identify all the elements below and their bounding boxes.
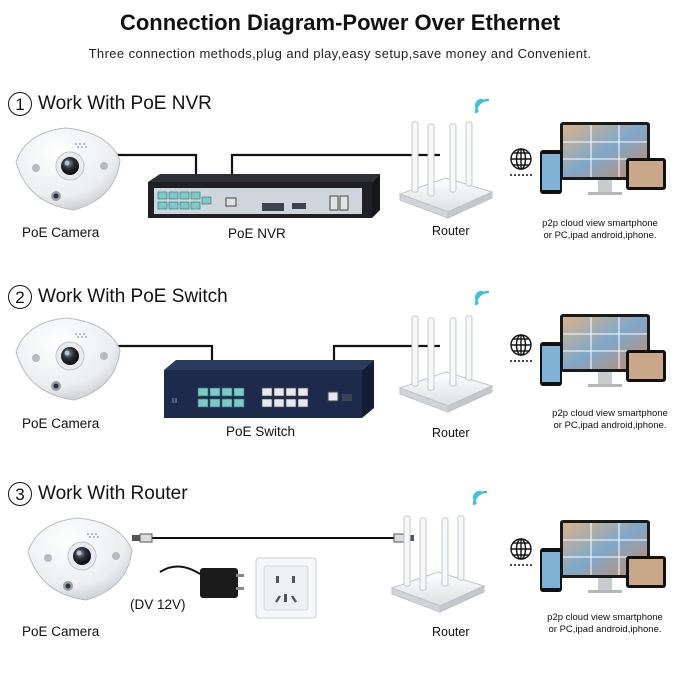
section-number: 3 (8, 482, 32, 506)
globe-icon (509, 538, 533, 566)
wifi-router-icon (399, 121, 493, 219)
router-label: Router (432, 224, 470, 238)
cloud-caption-line: or PC,ipad android,iphone. (553, 420, 667, 431)
page-subtitle: Three connection methods,plug and play,e… (88, 46, 592, 61)
cloud-view-caption: p2p cloud view smartphone or PC,ipad and… (525, 218, 675, 242)
adapter-label: (DV 12V) (130, 597, 186, 612)
poe-switch-icon: |||| (164, 360, 374, 418)
router-label: Router (432, 625, 470, 639)
section-2-title: 2 Work With PoE Switch (8, 285, 228, 309)
section-number: 2 (8, 285, 32, 309)
cloud-caption-line: p2p cloud view smartphone (547, 612, 663, 623)
camera-label: PoE Camera (22, 416, 100, 431)
wifi-signal-icon (474, 98, 490, 114)
camera-label: PoE Camera (22, 624, 100, 639)
section-title-text: Work With PoE Switch (38, 286, 228, 307)
cloud-caption-line: p2p cloud view smartphone (552, 408, 668, 419)
cloud-view-caption: p2p cloud view smartphone or PC,ipad and… (530, 612, 680, 636)
section-number: 1 (8, 92, 32, 116)
camera-label: PoE Camera (22, 225, 100, 240)
cloud-caption-line: p2p cloud view smartphone (542, 218, 658, 229)
router-label: Router (432, 426, 470, 440)
wifi-signal-icon (474, 290, 490, 306)
fisheye-camera-icon (15, 127, 121, 211)
wifi-router-icon (391, 515, 485, 613)
fisheye-camera-icon (27, 517, 133, 601)
switch-label: PoE Switch (226, 424, 296, 439)
nvr-box-icon (148, 174, 380, 218)
globe-icon (509, 334, 533, 362)
svg-text:||||: |||| (172, 398, 177, 404)
section-title-text: Work With PoE NVR (38, 93, 212, 114)
fisheye-camera-icon (15, 317, 121, 401)
section-1-diagram (15, 98, 667, 219)
devices-icon (539, 121, 667, 196)
globe-icon (509, 148, 533, 176)
section-3-title: 3 Work With Router (8, 482, 188, 506)
devices-icon (539, 313, 667, 388)
cloud-caption-line: or PC,ipad android,iphone. (543, 230, 657, 241)
section-2-diagram: |||| (15, 290, 667, 418)
devices-icon (539, 519, 667, 594)
wall-socket-icon (255, 557, 317, 619)
cloud-view-caption: p2p cloud view smartphone or PC,ipad and… (535, 408, 680, 432)
wifi-router-icon (399, 315, 493, 413)
section-title-text: Work With Router (38, 483, 188, 504)
section-3-diagram (27, 490, 667, 619)
wifi-signal-icon (472, 490, 488, 506)
cloud-caption-line: or PC,ipad android,iphone. (548, 624, 662, 635)
nvr-label: PoE NVR (228, 226, 286, 241)
power-adapter-icon (159, 565, 244, 598)
page-title: Connection Diagram-Power Over Ethernet (119, 10, 561, 35)
section-1-title: 1 Work With PoE NVR (8, 92, 212, 116)
